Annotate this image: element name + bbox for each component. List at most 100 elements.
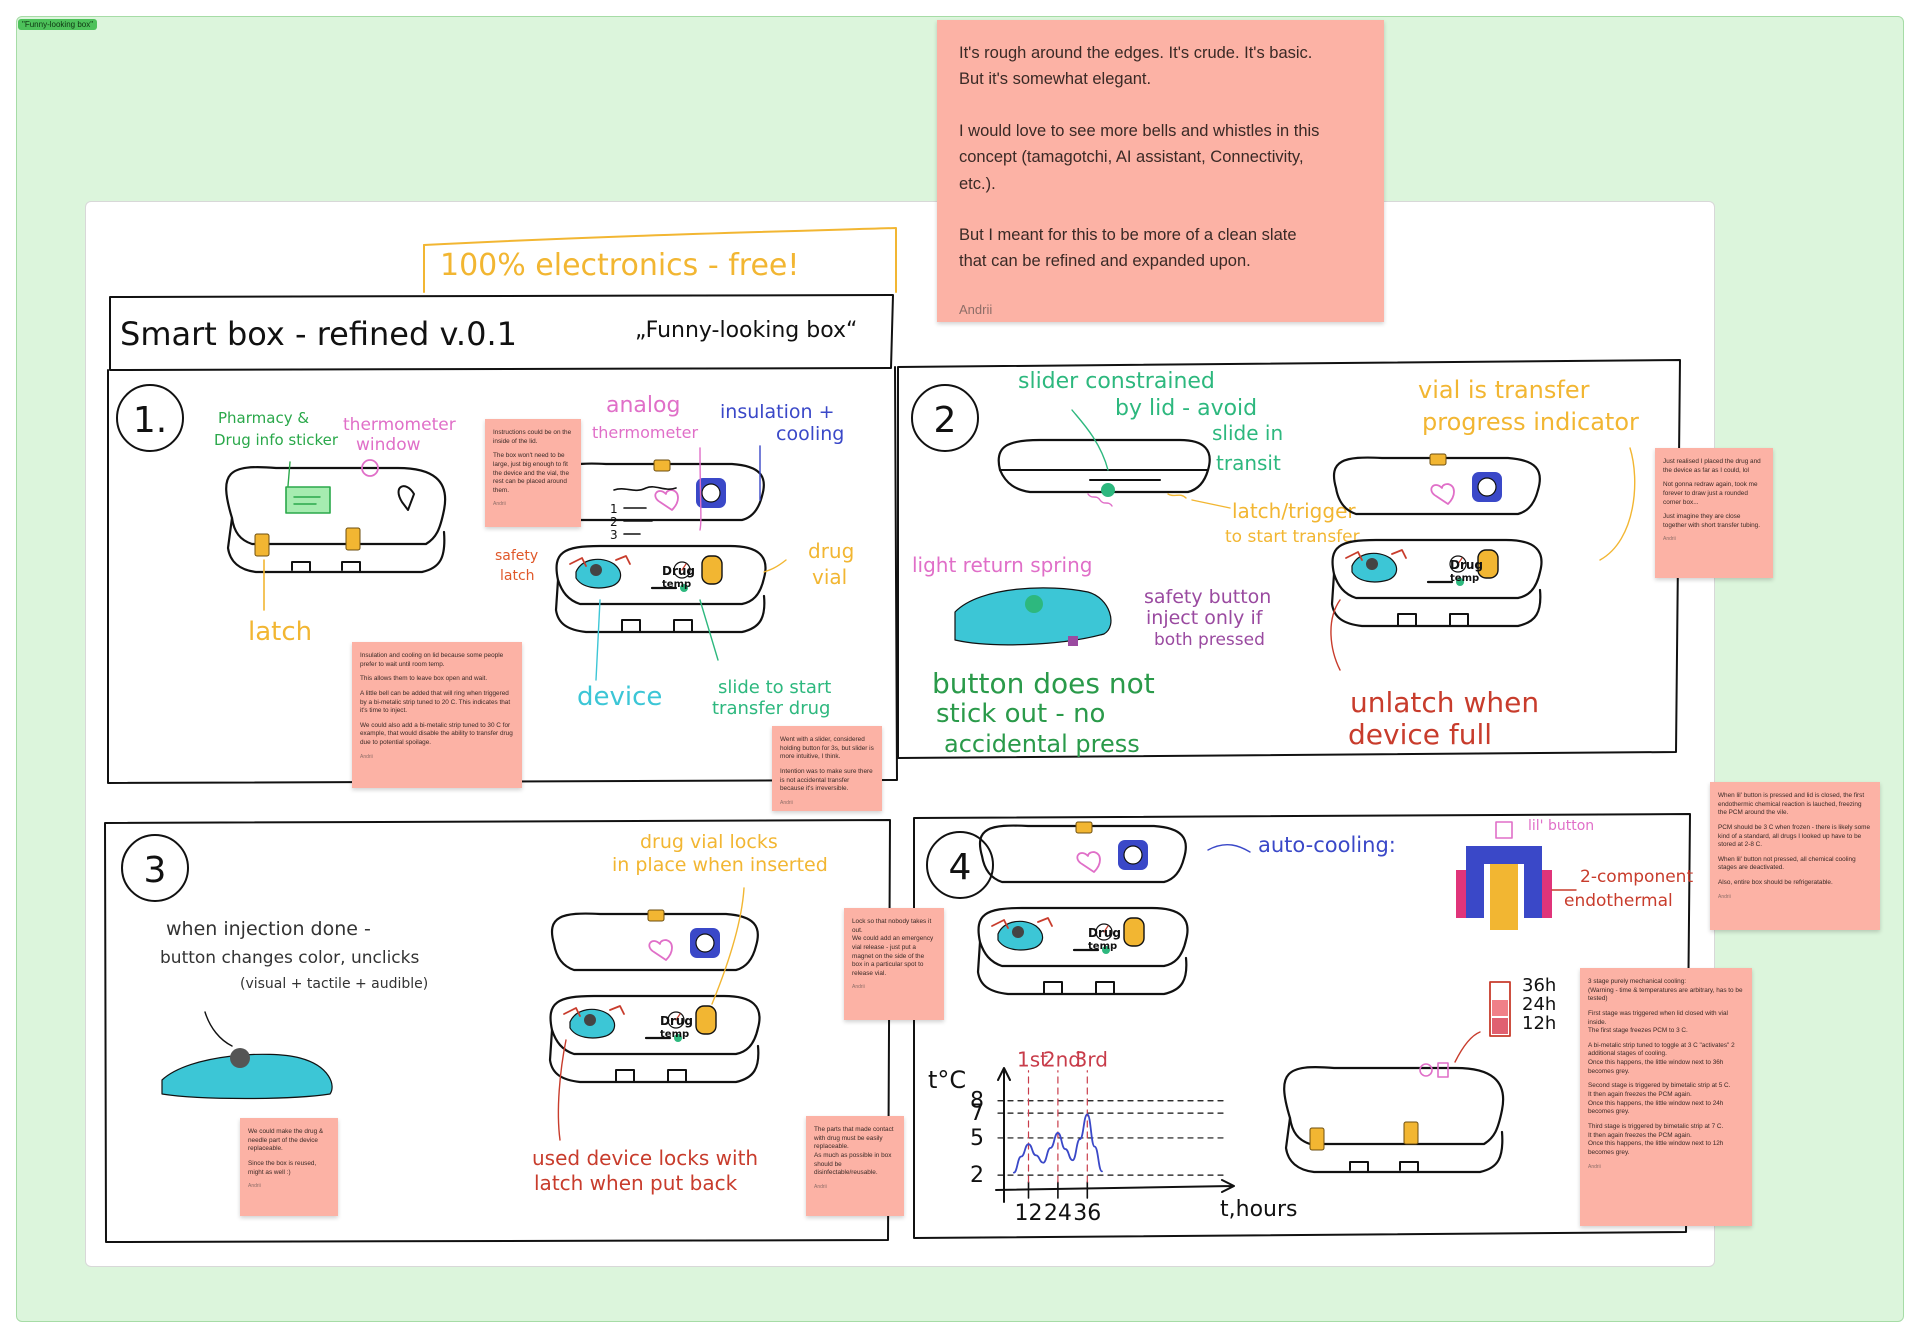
note-author: Andrii <box>1663 536 1676 543</box>
annotation: vial <box>812 565 847 589</box>
sticky-note[interactable]: Lock so that nobody takes it out. We cou… <box>844 908 944 1020</box>
annotation: button does not <box>932 667 1155 700</box>
annotation: to start transfer <box>1225 527 1360 547</box>
note-author: Andrii <box>493 501 506 508</box>
device-button-sketch <box>954 587 1112 646</box>
annotation: 36h <box>1522 975 1556 996</box>
chart-x-tick: 36 <box>1073 1201 1101 1226</box>
annotation: Drug info sticker <box>214 431 339 449</box>
note-paragraph: A bi-metalic strip tuned to toggle at 3 … <box>1588 1041 1735 1075</box>
note-paragraph: It's rough around the edges. It's crude.… <box>959 44 1313 89</box>
annotation: insulation + <box>720 401 835 423</box>
annotation: 2-component <box>1580 867 1693 887</box>
annotation: slider constrained <box>1018 369 1215 394</box>
annotation: window <box>356 435 421 455</box>
lid-list-item: 1 <box>610 502 618 516</box>
note-paragraph: The parts that made contact with drug mu… <box>814 1126 894 1177</box>
header-text: 100% electronics - free! <box>440 248 799 283</box>
section-label[interactable]: "Funny-looking box" <box>18 19 98 30</box>
annotation: (visual + tactile + audible) <box>240 976 428 992</box>
chart-y-tick: 8 <box>970 1089 984 1114</box>
note-paragraph: Third stage is triggered by bimetalic st… <box>1588 1122 1724 1156</box>
annotation: stick out - no <box>936 699 1105 729</box>
device-label: Drug <box>1450 558 1483 572</box>
annotation: auto-cooling: <box>1258 833 1396 857</box>
note-paragraph: A little bell can be added that will rin… <box>360 689 511 715</box>
open-box-sketch <box>976 820 1189 996</box>
sticky-note[interactable]: The parts that made contact with drug mu… <box>806 1116 904 1216</box>
cooling-component-sketch <box>1456 821 1577 930</box>
annotation: accidental press <box>944 730 1140 758</box>
sticky-note[interactable]: Just realised I placed the drug and the … <box>1655 448 1773 578</box>
note-paragraph: 3 stage purely mechanical cooling: (Warn… <box>1588 978 1743 1003</box>
cooling-indicator-windows <box>1489 981 1511 1037</box>
note-author: Andrii <box>1588 1163 1601 1170</box>
device-label: Drug <box>662 564 695 578</box>
injection-button-icon <box>230 1048 250 1068</box>
sticky-note[interactable]: Went with a slider, considered holding b… <box>772 726 882 811</box>
device-label: Drug <box>1088 926 1121 940</box>
note-paragraph: The box won't need to be large, just big… <box>493 452 570 494</box>
annotation: endothermal <box>1564 891 1673 911</box>
closed-box-sketch <box>1283 1065 1505 1174</box>
sticky-note[interactable]: Insulation and cooling on lid because so… <box>352 642 522 788</box>
note-author: Andrii <box>248 1183 261 1190</box>
note-paragraph: Also, entire box should be refrigeratabl… <box>1718 879 1833 887</box>
panel-2-number: 2 <box>934 400 957 441</box>
annotation: when injection done - <box>166 918 371 940</box>
note-author: Andrii <box>814 1183 827 1190</box>
sketch-subtitle: „Funny-looking box“ <box>635 318 857 343</box>
annotation: device <box>577 682 662 712</box>
note-paragraph: Lock so that nobody takes it out. We cou… <box>852 918 934 977</box>
annotation: lil' button <box>1528 818 1594 834</box>
note-paragraph: When lil' button not pressed, all chemic… <box>1718 855 1856 872</box>
note-paragraph: PCM should be 3 C when frozen - there is… <box>1718 823 1871 849</box>
annotation: device full <box>1348 718 1492 751</box>
chart-y-tick: 5 <box>970 1126 984 1151</box>
note-paragraph: Second stage is triggered by bimetalic s… <box>1588 1082 1731 1116</box>
device-label: temp <box>660 1029 689 1040</box>
panel-1-number: 1. <box>133 400 167 441</box>
note-author: Andrii <box>959 301 993 317</box>
annotation: thermometer <box>343 415 456 435</box>
chart-xlabel: t,hours <box>1220 1197 1297 1222</box>
annotation: cooling <box>776 423 844 445</box>
annotation: analog <box>606 393 680 418</box>
device-label: temp <box>1088 941 1117 952</box>
device-label: Drug <box>660 1014 693 1028</box>
sketch-title: Smart box - refined v.0.1 <box>120 315 517 353</box>
open-box-sketch <box>554 458 767 634</box>
annotation: vial is transfer <box>1418 376 1590 404</box>
sticky-note-main[interactable]: It's rough around the edges. It's crude.… <box>937 20 1384 322</box>
annotation: both pressed <box>1154 630 1265 650</box>
note-paragraph: First stage was triggered when lid close… <box>1588 1009 1728 1035</box>
device-label: temp <box>662 579 691 590</box>
annotation: slide in <box>1212 421 1283 445</box>
chart-y-tick: 2 <box>970 1163 984 1188</box>
safety-button-icon <box>1025 595 1043 613</box>
note-paragraph: Insulation and cooling on lid because so… <box>360 652 504 668</box>
sticky-note[interactable]: Instructions could be on the inside of t… <box>485 419 581 527</box>
annotation: latch when put back <box>534 1171 738 1195</box>
chart-stage-label: 1st <box>1017 1048 1048 1072</box>
annotation: used device locks with <box>532 1146 758 1170</box>
info-sticker-icon <box>285 486 331 514</box>
sticky-note[interactable]: When lil' button is pressed and lid is c… <box>1710 782 1880 930</box>
note-author: Andrii <box>780 799 793 806</box>
lid-list-item: 3 <box>610 528 618 542</box>
panel-3-number: 3 <box>144 850 167 891</box>
chart-x-tick: 24 <box>1044 1201 1072 1226</box>
device-label: temp <box>1450 573 1479 584</box>
note-paragraph: Just realised I placed the drug and the … <box>1663 458 1761 474</box>
sticky-note[interactable]: 3 stage purely mechanical cooling: (Warn… <box>1580 968 1752 1226</box>
note-paragraph: We could make the drug & needle part of … <box>248 1128 324 1153</box>
chart-y-tick: 7 <box>970 1101 984 1126</box>
note-paragraph: I would love to see more bells and whist… <box>959 121 1320 193</box>
chart-x-tick: 12 <box>1015 1201 1043 1226</box>
chart-ylabel: t°C <box>928 1066 966 1094</box>
panel-4-number: 4 <box>949 847 972 888</box>
open-box-sketch <box>548 908 761 1084</box>
sticky-note[interactable]: We could make the drug & needle part of … <box>240 1118 338 1216</box>
